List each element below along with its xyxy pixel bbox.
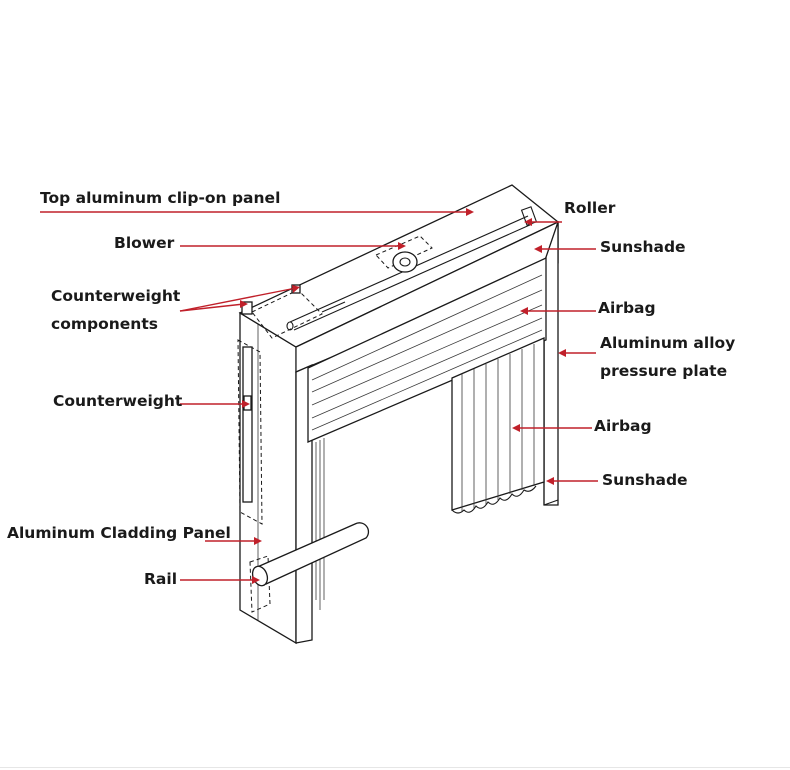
label-roller: Roller (564, 199, 616, 217)
rail (249, 522, 370, 613)
leader-sunshade-bottom (546, 477, 598, 485)
label-cladding-panel: Aluminum Cladding Panel (7, 524, 231, 542)
label-rail: Rail (144, 570, 178, 588)
leader-roller (524, 218, 562, 226)
label-sunshade-bottom: Sunshade (602, 471, 688, 489)
leader-cladding (205, 537, 262, 545)
bottom-divider (0, 767, 790, 768)
label-counterweight: Counterweight (53, 392, 183, 410)
label-sunshade-top: Sunshade (600, 238, 686, 256)
label-blower: Blower (114, 234, 175, 252)
blower (375, 235, 433, 273)
label-airbag-mid: Airbag (594, 417, 652, 435)
label-pressure-plate-line2: pressure plate (600, 362, 728, 380)
airbag-curtain (451, 337, 545, 514)
label-counterweight-components-line1: Counterweight (51, 287, 181, 305)
leader-top-panel (40, 208, 474, 216)
leader-lines (40, 208, 598, 584)
label-pressure-plate-line1: Aluminum alloy (600, 334, 736, 352)
leader-airbag-top (520, 307, 596, 315)
leader-counterweight-components (179, 285, 300, 312)
leader-rail (180, 576, 260, 584)
leader-sunshade-top (534, 245, 596, 253)
leader-airbag-mid (512, 424, 592, 432)
label-airbag-top: Airbag (598, 299, 656, 317)
leader-counterweight (180, 400, 250, 408)
left-curtain (315, 438, 325, 610)
label-counterweight-components-line2: components (51, 315, 158, 333)
leader-pressure-plate (558, 349, 596, 357)
label-top-panel: Top aluminum clip-on panel (40, 189, 281, 207)
leader-blower (180, 242, 406, 250)
top-sunshade (307, 256, 547, 443)
